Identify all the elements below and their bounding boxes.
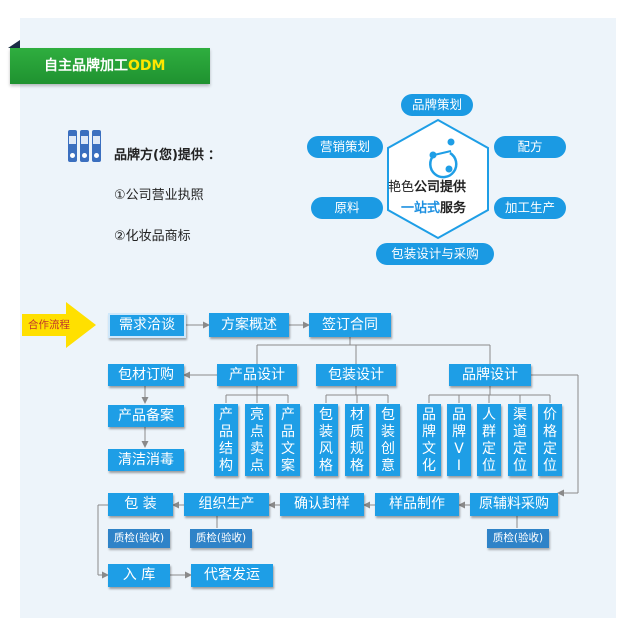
design-item: 品牌文化 (417, 404, 441, 476)
step-sample-making: 样品制作 (375, 493, 459, 516)
design-item: 产品结构 (214, 404, 238, 476)
step-packing: 包 装 (108, 493, 173, 516)
network-icon (429, 138, 458, 179)
step-cleaning: 清洁消毒 (108, 449, 184, 471)
design-item: 人群定位 (477, 404, 501, 476)
qc-badge-production: 质检(验收) (190, 529, 252, 548)
step-shipping: 代客发运 (191, 564, 273, 587)
title-main: 自主品牌加工 (44, 58, 128, 74)
brand-provides-heading: 品牌方(您)提供： (114, 148, 221, 163)
title-accent: ODM (128, 58, 166, 74)
service-pill-packaging: 包装设计与采购 (376, 243, 494, 265)
corner-tab (8, 40, 20, 48)
service-pill-brand-planning: 品牌策划 (401, 94, 473, 116)
step-sign-contract: 签订合同 (309, 313, 391, 337)
cooperation-flow-arrow: 合作流程 (22, 302, 96, 348)
service-pill-formula: 配方 (494, 136, 566, 158)
step-production: 组织生产 (184, 493, 269, 516)
services-hexagon: 艳色公司提供 一站式服务 (385, 118, 491, 240)
design-item: 包装风格 (314, 404, 338, 476)
step-material-purchase: 原辅料采购 (470, 493, 558, 516)
hex-center-line1: 艳色公司提供 (388, 180, 467, 195)
step-material-order: 包材订购 (108, 364, 184, 386)
design-header-brand: 品牌设计 (449, 364, 531, 386)
section-title: 自主品牌加工ODM (10, 48, 210, 84)
design-header-product: 产品设计 (217, 364, 297, 386)
qc-badge-packing: 质检(验收) (108, 529, 170, 548)
design-item: 材质规格 (345, 404, 369, 476)
design-item: 产品文案 (276, 404, 300, 476)
cooperation-flow-label: 合作流程 (28, 319, 70, 331)
design-item: 亮点卖点 (245, 404, 269, 476)
design-item: 价格定位 (538, 404, 562, 476)
hex-center-line2: 一站式服务 (401, 201, 467, 216)
service-pill-production: 加工生产 (494, 197, 566, 219)
design-header-packaging: 包装设计 (316, 364, 396, 386)
binder-icon (68, 130, 102, 162)
step-product-filing: 产品备案 (108, 405, 184, 427)
service-pill-raw-material: 原料 (311, 197, 383, 219)
qc-badge-purchase: 质检(验收) (487, 529, 549, 548)
step-confirm-sample: 确认封样 (280, 493, 364, 516)
design-item: 渠道定位 (508, 404, 532, 476)
brand-item-license: ①公司营业执照 (114, 188, 204, 203)
step-requirement-talk: 需求洽谈 (108, 313, 186, 338)
service-pill-marketing: 营销策划 (307, 136, 383, 158)
brand-item-trademark: ②化妆品商标 (114, 229, 191, 244)
design-item: 包装创意 (376, 404, 400, 476)
step-plan-overview: 方案概述 (209, 313, 289, 337)
step-warehouse: 入 库 (108, 564, 170, 587)
